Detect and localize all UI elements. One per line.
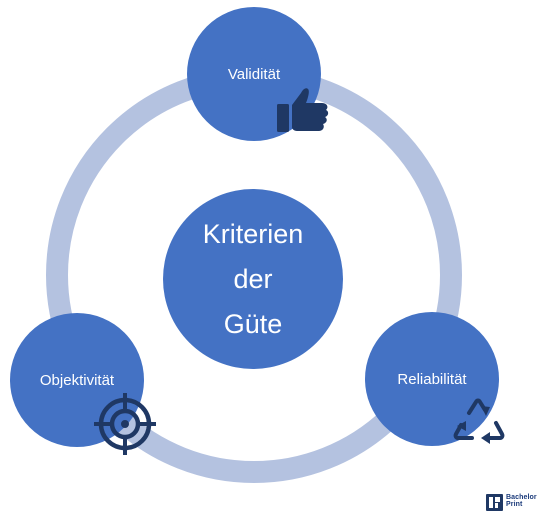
bachelorprint-logo: Bachelor Print [485, 492, 537, 514]
node-reliabilitaet: Reliabilität [365, 312, 499, 446]
thumbs-up-icon [277, 88, 329, 132]
logo-wordmark: Bachelor Print [506, 494, 537, 508]
center-title-line-2: der [233, 263, 273, 294]
recycle-icon [453, 398, 505, 444]
logo-line-1: Bachelor [506, 494, 537, 501]
target-crosshair-icon [94, 393, 156, 455]
node-validitaet-label: Validität [227, 65, 281, 83]
logo-book-icon [486, 494, 503, 511]
center-title-line-1: Kriterien [202, 218, 304, 249]
logo-line-2: Print [506, 501, 523, 508]
node-reliabilitaet-label: Reliabilität [397, 370, 467, 388]
node-objektivitaet-label: Objektivität [39, 371, 115, 389]
node-center: Kriterien der Güte [163, 189, 343, 369]
center-title-line-3: Güte [223, 308, 283, 339]
center-title: Kriterien der Güte [203, 212, 304, 347]
